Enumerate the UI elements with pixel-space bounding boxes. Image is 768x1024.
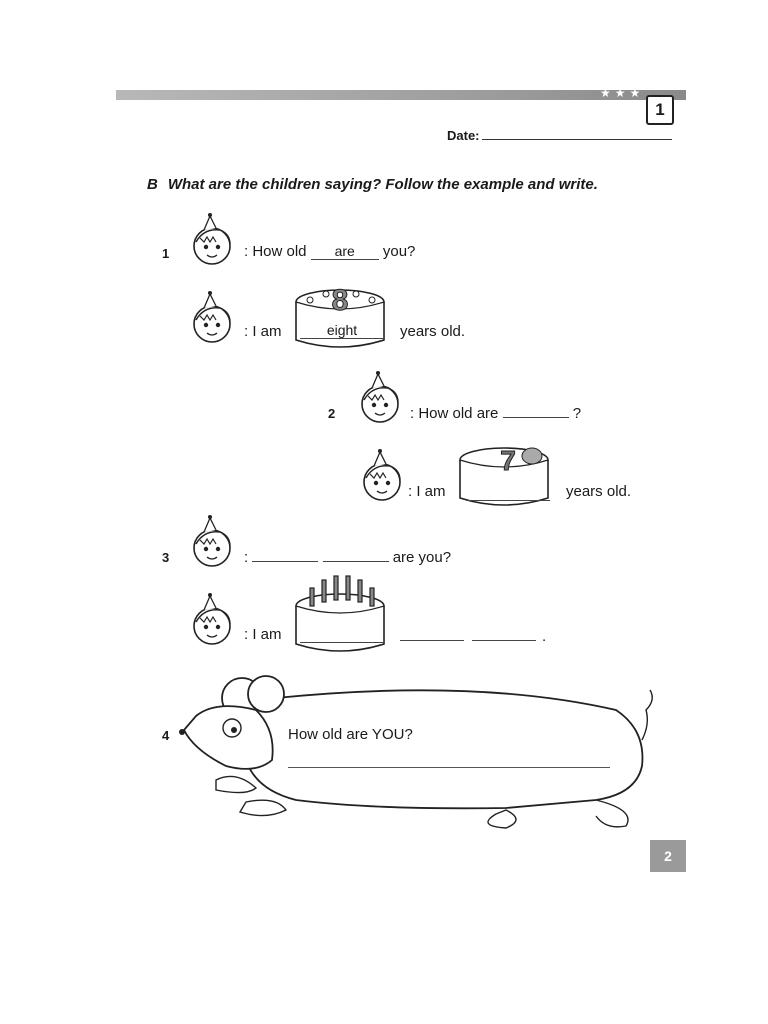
child-face-icon <box>193 212 231 265</box>
item-1-reply-start: : I am <box>244 323 282 340</box>
item-3-reply-blank-3[interactable] <box>472 640 536 641</box>
child-face-icon <box>193 290 231 343</box>
item-1-question-end: you? <box>382 243 416 260</box>
child-face-icon <box>361 370 399 423</box>
item-1-reply-blank[interactable]: eight <box>300 322 384 339</box>
child-face-icon <box>193 592 231 645</box>
item-2-reply-start: : I am <box>408 483 446 500</box>
item-4-answer-line[interactable] <box>288 767 610 768</box>
date-label: Date: <box>447 128 480 143</box>
item-3-question-start: : <box>244 549 249 566</box>
item-3-reply-end: . <box>542 628 547 645</box>
item-3-question-blank-2[interactable] <box>322 547 389 562</box>
exercise-letter: B <box>147 176 158 193</box>
exercise-heading: B What are the children saying? Follow th… <box>147 176 598 193</box>
item-4-number: 4 <box>162 728 170 743</box>
item-3-question-blank-1[interactable] <box>252 547 319 562</box>
mouse-illustration <box>179 675 653 829</box>
cake-number: 7 <box>500 445 516 476</box>
item-1-number: 1 <box>162 246 170 261</box>
item-1-question-start: : How old <box>244 243 307 260</box>
item-2-question-start: : How old are <box>410 405 499 422</box>
item-1-question: : How old are you? <box>244 243 415 260</box>
child-face-icon <box>193 514 231 567</box>
exercise-instruction: What are the children saying? Follow the… <box>167 176 598 193</box>
page-number: 2 <box>650 840 686 872</box>
birthday-cake-icon: 8 <box>295 284 385 348</box>
date-field[interactable] <box>482 139 672 140</box>
item-4-question: How old are YOU? <box>288 726 413 743</box>
item-2-question: : How old are ? <box>410 403 581 422</box>
item-3-reply-blank-1[interactable] <box>300 642 384 643</box>
star-icons: ★★★ <box>600 86 645 100</box>
item-3-question: : are you? <box>244 547 451 566</box>
item-2-reply-blank[interactable] <box>466 500 550 501</box>
item-2-question-end: ? <box>572 405 582 422</box>
item-1-reply-end: years old. <box>400 323 466 340</box>
item-2-question-blank[interactable] <box>502 403 569 418</box>
item-1-question-blank[interactable]: are <box>310 243 379 260</box>
item-3-reply-blank-2[interactable] <box>400 640 464 641</box>
item-3-reply-start: : I am <box>244 626 282 643</box>
item-3-number: 3 <box>162 550 170 565</box>
birthday-cake-icon <box>295 575 385 652</box>
item-2-number: 2 <box>328 406 336 421</box>
header-bar <box>116 90 686 100</box>
child-face-icon <box>363 448 401 501</box>
birthday-cake-icon: 7 <box>459 445 549 506</box>
cake-number: 8 <box>332 284 349 317</box>
item-2-reply-end: years old. <box>566 483 632 500</box>
item-3-question-end: are you? <box>392 549 452 566</box>
unit-number-badge: 1 <box>646 95 674 125</box>
